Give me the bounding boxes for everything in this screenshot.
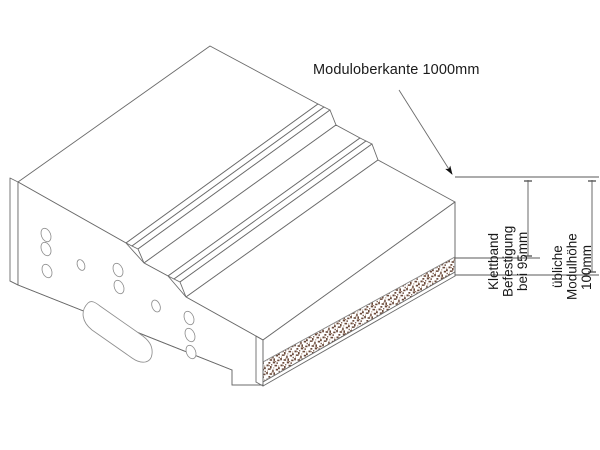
dimension-label-klettband-line-3: bei 95mm — [515, 231, 531, 291]
callout-label-moduloberkante: Moduloberkante 1000mm — [313, 62, 480, 78]
hole-group — [40, 227, 197, 363]
hole — [41, 263, 53, 279]
left-end-cap-face — [9, 177, 19, 286]
dimension-label-klettband: Klettband Befestigung bei 95mm — [486, 186, 531, 336]
dimension-label-modulhoehe-line-3: 100mm — [579, 244, 595, 290]
slot-hole — [82, 301, 153, 363]
hole — [112, 262, 124, 278]
hole — [40, 227, 52, 243]
dimension-label-modulhoehe: übliche Modulhöhe 100mm — [550, 192, 595, 342]
callout-leader — [398, 89, 453, 175]
left-face-bottom-tip — [9, 280, 19, 286]
dimension-label-modulhoehe-line-1: übliche — [550, 245, 565, 289]
dimension-block — [455, 176, 599, 276]
hole — [40, 241, 52, 257]
front-left-corner-bottom-link — [255, 381, 264, 387]
hole — [76, 259, 86, 271]
front-left-corner-top-link — [255, 335, 264, 341]
hole — [184, 327, 196, 343]
leader-line — [398, 89, 453, 175]
dimension-label-klettband-line-2: Befestigung — [500, 225, 516, 297]
dimension-label-modulhoehe-line-2: Modulhöhe — [564, 233, 580, 301]
dimension-label-klettband-line-1: Klettband — [486, 232, 501, 290]
hole — [151, 299, 161, 313]
hole — [185, 344, 197, 360]
module-profile-3d-object — [9, 45, 456, 387]
hole — [113, 279, 125, 295]
hole — [183, 310, 195, 326]
